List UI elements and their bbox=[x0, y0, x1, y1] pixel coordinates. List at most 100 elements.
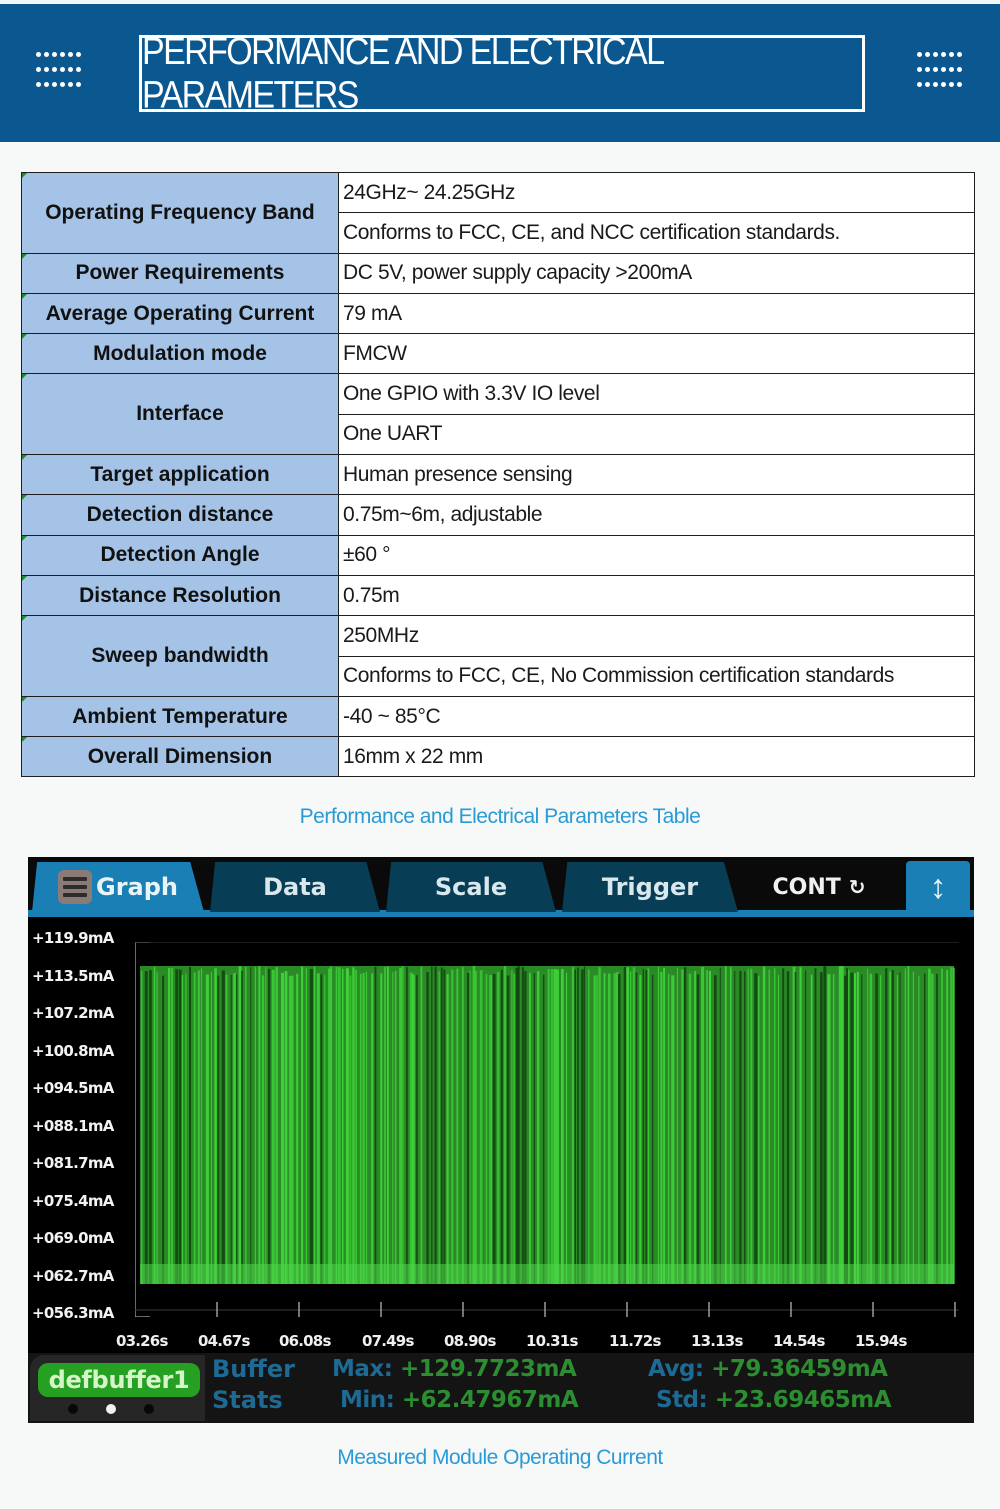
y-tick: +107.2mA bbox=[32, 1004, 114, 1022]
spec-table: Operating Frequency Band 24GHz~ 24.25GHz… bbox=[21, 171, 975, 778]
y-tick: +113.5mA bbox=[32, 966, 114, 985]
tab-trigger[interactable]: Trigger bbox=[562, 862, 738, 912]
table-row: Overall Dimension 16mm x 22 mm bbox=[21, 736, 975, 778]
x-tick: 11.72s bbox=[609, 1332, 661, 1350]
x-tick: 14.54s bbox=[773, 1332, 825, 1350]
table-row: Detection distance 0.75m~6m, adjustable bbox=[21, 494, 975, 536]
x-tick: 10.31s bbox=[526, 1332, 578, 1350]
row-label: Average Operating Current bbox=[21, 292, 339, 335]
y-tick: +094.5mA bbox=[32, 1079, 114, 1097]
page-title: PERFORMANCE AND ELECTRICAL PARAMETERS bbox=[142, 29, 664, 117]
row-label: Power Requirements bbox=[21, 252, 339, 294]
decorative-dots-icon bbox=[36, 52, 86, 97]
stat-min-value: +62.47967mA bbox=[401, 1387, 579, 1413]
refresh-icon: ↻ bbox=[848, 875, 866, 899]
table-row: Power Requirements DC 5V, power supply c… bbox=[21, 252, 975, 294]
tab-data[interactable]: Data bbox=[210, 862, 380, 912]
table-row: Average Operating Current 79 mA bbox=[21, 292, 975, 335]
row-value: 16mm x 22 mm bbox=[338, 736, 975, 778]
table-row: Distance Resolution 0.75m bbox=[21, 574, 975, 617]
tab-bar-strip bbox=[28, 910, 974, 917]
x-tick: 08.90s bbox=[444, 1332, 496, 1350]
row-label: Modulation mode bbox=[21, 333, 339, 375]
stat-min-label: Min: bbox=[340, 1387, 395, 1413]
page-title-box: PERFORMANCE AND ELECTRICAL PARAMETERS bbox=[139, 30, 865, 116]
tab-scale[interactable]: Scale bbox=[386, 862, 556, 912]
tab-label: Trigger bbox=[601, 873, 699, 901]
header-banner: PERFORMANCE AND ELECTRICAL PARAMETERS bbox=[0, 0, 1000, 142]
table-row: Sweep bandwidth 250MHz bbox=[21, 615, 975, 697]
row-value: DC 5V, power supply capacity >200mA bbox=[338, 252, 975, 294]
stat-std-label: Std: bbox=[656, 1387, 708, 1413]
up-down-arrow-icon[interactable]: ↕ bbox=[906, 861, 970, 913]
chart-caption: Measured Module Operating Current bbox=[337, 1446, 663, 1469]
table-row: Target application Human presence sensin… bbox=[21, 454, 975, 496]
cont-label: CONT bbox=[772, 874, 841, 900]
current-waveform-plot[interactable] bbox=[135, 942, 959, 1317]
row-label: Detection distance bbox=[21, 494, 339, 536]
stat-max: Max: +129.7723mA bbox=[332, 1356, 577, 1382]
stat-max-value: +129.7723mA bbox=[399, 1356, 577, 1382]
row-value: ±60 ° bbox=[338, 534, 975, 576]
row-label: Operating Frequency Band bbox=[21, 172, 339, 254]
table-row: Operating Frequency Band 24GHz~ 24.25GHz bbox=[21, 171, 975, 254]
row-value: Human presence sensing bbox=[338, 454, 975, 496]
table-row: Detection Angle ±60 ° bbox=[21, 534, 975, 576]
stat-avg-value: +79.36459mA bbox=[711, 1356, 888, 1382]
decorative-dots-icon bbox=[917, 52, 967, 97]
row-value: 0.75m bbox=[338, 574, 975, 617]
row-label: Ambient Temperature bbox=[21, 695, 339, 738]
cont-mode-button[interactable]: CONT ↻ bbox=[744, 862, 894, 912]
tab-label: Graph bbox=[96, 873, 178, 901]
stat-std-value: +23.69465mA bbox=[714, 1387, 892, 1413]
stat-min: Min: +62.47967mA bbox=[340, 1387, 579, 1413]
table-caption: Performance and Electrical Parameters Ta… bbox=[299, 805, 701, 828]
table-row: Ambient Temperature -40 ~ 85°C bbox=[21, 695, 975, 738]
row-label: Interface bbox=[21, 373, 339, 456]
tab-label: Scale bbox=[434, 873, 508, 901]
menu-icon[interactable] bbox=[58, 870, 92, 904]
stats-title-line2: Stats bbox=[212, 1386, 283, 1414]
row-label: Overall Dimension bbox=[21, 736, 339, 778]
stat-avg-label: Avg: bbox=[648, 1356, 704, 1382]
x-tick: 07.49s bbox=[362, 1332, 414, 1350]
row-value: -40 ~ 85°C bbox=[338, 695, 975, 738]
row-value: 250MHz bbox=[338, 615, 975, 657]
y-tick: +062.7mA bbox=[32, 1266, 114, 1285]
y-tick: +119.9mA bbox=[32, 929, 114, 947]
stat-std: Std: +23.69465mA bbox=[656, 1387, 892, 1413]
stat-avg: Avg: +79.36459mA bbox=[648, 1356, 888, 1382]
stat-max-label: Max: bbox=[332, 1356, 393, 1382]
x-tick: 04.67s bbox=[198, 1332, 250, 1350]
y-tick: +069.0mA bbox=[32, 1229, 114, 1247]
row-value: Conforms to FCC, CE, No Commission certi… bbox=[338, 655, 975, 697]
buffer-panel: defbuffer1 bbox=[30, 1355, 205, 1421]
row-value: Conforms to FCC, CE, and NCC certificati… bbox=[338, 212, 975, 254]
page-indicator[interactable] bbox=[68, 1404, 154, 1414]
row-label: Target application bbox=[21, 454, 339, 496]
tab-bar: Graph Data Scale Trigger CONT ↻ ↕ bbox=[28, 857, 974, 917]
buffer-select-button[interactable]: defbuffer1 bbox=[38, 1363, 200, 1397]
tab-label: Data bbox=[263, 873, 327, 901]
tab-graph[interactable]: Graph bbox=[32, 862, 204, 912]
y-tick: +088.1mA bbox=[32, 1116, 114, 1135]
row-value: 0.75m~6m, adjustable bbox=[338, 494, 975, 536]
banner-top-edge bbox=[0, 0, 1000, 4]
row-value: One GPIO with 3.3V IO level bbox=[338, 373, 975, 415]
x-tick: 03.26s bbox=[116, 1332, 168, 1350]
x-tick: 06.08s bbox=[279, 1332, 331, 1350]
row-value: 79 mA bbox=[338, 292, 975, 335]
table-row: Modulation mode FMCW bbox=[21, 333, 975, 375]
y-tick: +081.7mA bbox=[32, 1154, 114, 1172]
y-tick: +075.4mA bbox=[32, 1191, 114, 1210]
row-value: One UART bbox=[338, 413, 975, 456]
y-tick: +056.3mA bbox=[32, 1304, 114, 1322]
table-row: One UART bbox=[22, 413, 975, 456]
row-label: Sweep bandwidth bbox=[21, 615, 339, 697]
stats-title-line1: Buffer bbox=[212, 1355, 295, 1383]
row-label: Distance Resolution bbox=[21, 574, 339, 617]
row-value: FMCW bbox=[338, 333, 975, 375]
table-row: Conforms to FCC, CE, and NCC certificati… bbox=[22, 212, 975, 254]
buffer-stats-bar: defbuffer1 Buffer Stats Max: +129.7723mA… bbox=[28, 1353, 974, 1423]
row-label: Detection Angle bbox=[21, 534, 339, 576]
